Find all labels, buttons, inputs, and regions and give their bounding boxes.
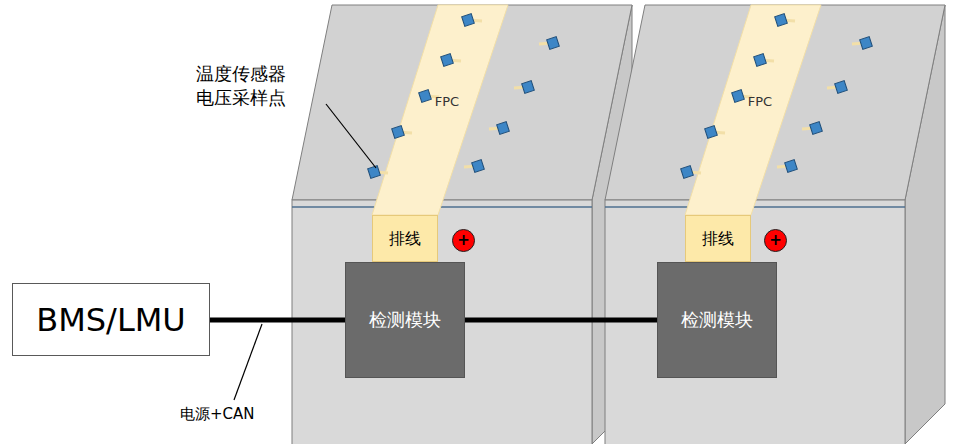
sensor-pads [368, 14, 873, 179]
node-text: 排线 [389, 231, 421, 247]
sensor-pad [462, 14, 475, 27]
sensor-pad [419, 90, 432, 103]
sensor-pad [775, 14, 788, 27]
battery-module [605, 5, 945, 444]
sensor-pad [681, 166, 694, 179]
bus-line [210, 318, 345, 323]
sensor-pad [522, 81, 535, 94]
cable-connector: 排线 [372, 215, 438, 262]
node-text: FPC [435, 95, 459, 108]
callout-label: 温度传感器 电压采样点 [196, 62, 296, 111]
node-text: FPC [748, 95, 772, 108]
signal-label: 电源+CAN [180, 404, 300, 424]
sensor-pad [732, 90, 745, 103]
detection-module: 检测模块 [345, 262, 465, 378]
sensor-pad [547, 37, 560, 50]
sensor-pad [785, 160, 798, 173]
sensor-pad [497, 122, 510, 135]
detection-module: 检测模块 [657, 262, 777, 378]
sensor-pad [392, 126, 405, 139]
node-text: + [769, 233, 782, 248]
fpc-strip: FPC [422, 88, 472, 114]
power-can-bus [465, 320, 657, 321]
node-text: + [457, 233, 470, 248]
sensor-pad [441, 54, 454, 67]
node-text: 检测模块 [681, 311, 753, 329]
sensor-pad [705, 126, 718, 139]
fpc-strip: FPC [735, 88, 785, 114]
positive-terminal: + [452, 229, 475, 252]
node-text: 排线 [702, 231, 734, 247]
bms-box: BMS/LMU [12, 283, 210, 356]
sensor-pad [368, 166, 381, 179]
leader-line [326, 104, 376, 168]
power-can-bus [210, 320, 345, 321]
battery-module [292, 5, 632, 444]
sensor-pad [860, 37, 873, 50]
bus-line [465, 318, 657, 323]
node-text: BMS/LMU [36, 304, 186, 336]
positive-terminal: + [764, 229, 787, 252]
leader-line [234, 324, 262, 400]
cable-connector: 排线 [685, 215, 751, 262]
sensor-pad [835, 81, 848, 94]
sensor-pad [754, 54, 767, 67]
sensor-pad [472, 160, 485, 173]
sensor-pad [810, 122, 823, 135]
node-text: 检测模块 [369, 311, 441, 329]
